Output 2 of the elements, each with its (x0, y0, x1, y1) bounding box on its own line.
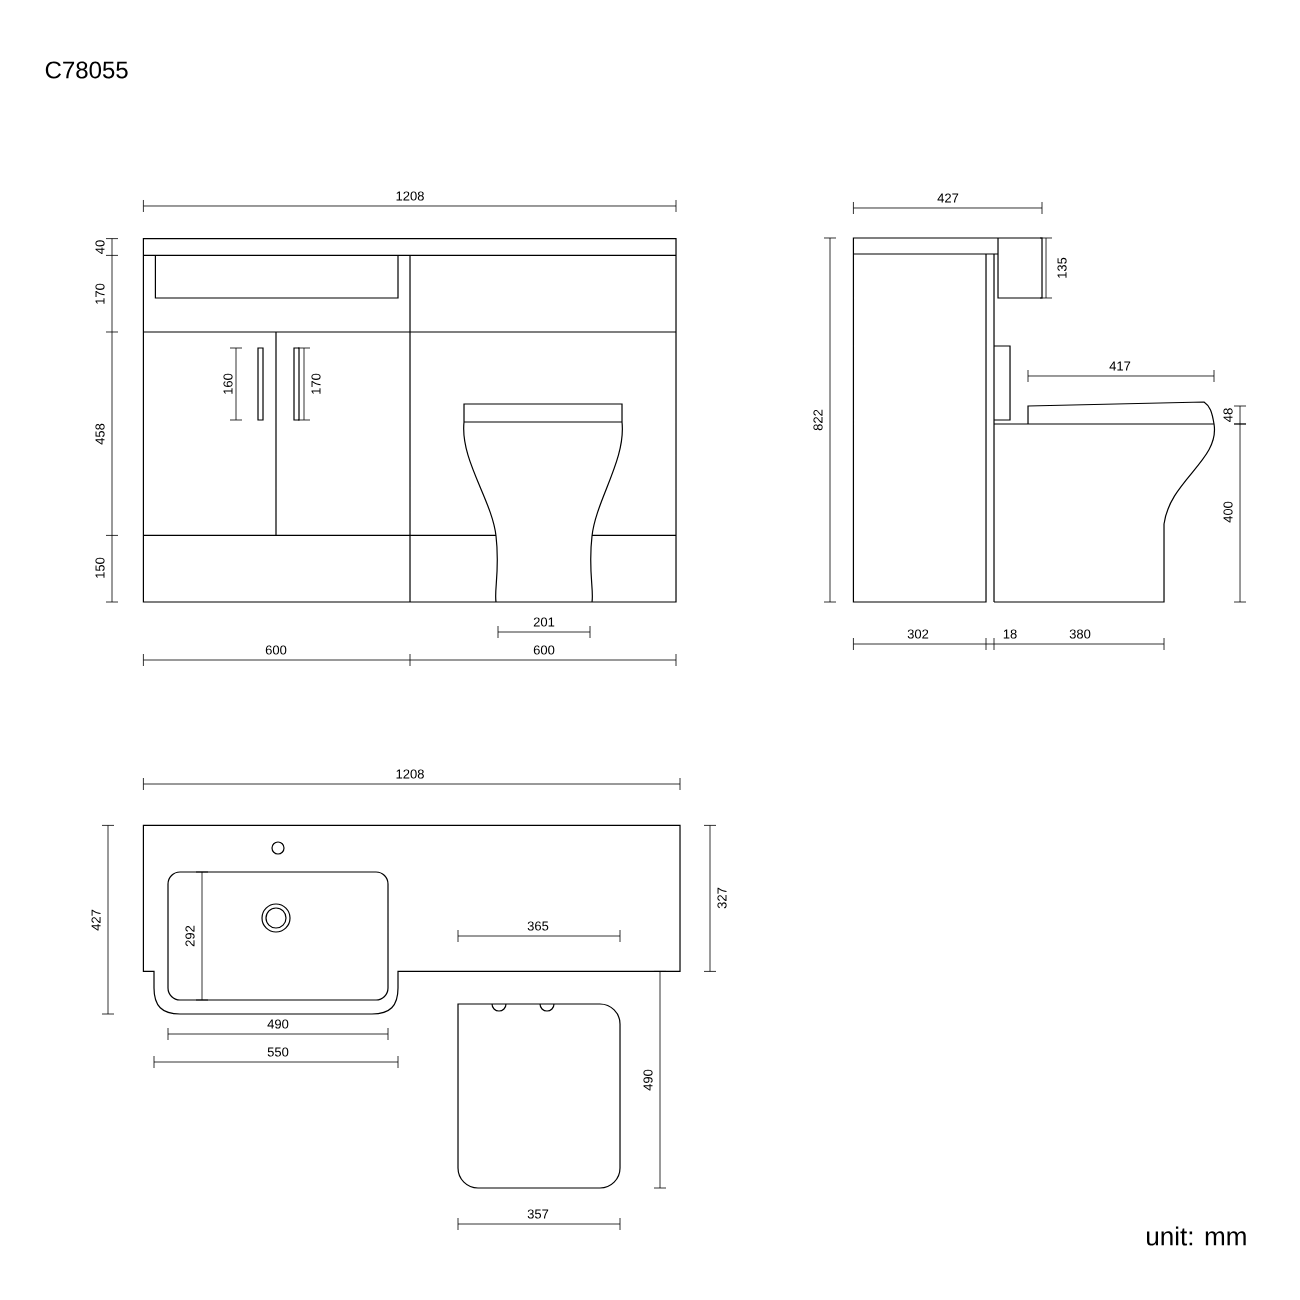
product-code: C78055 (45, 61, 128, 79)
unit-label: unit: mm (1147, 1226, 1246, 1246)
